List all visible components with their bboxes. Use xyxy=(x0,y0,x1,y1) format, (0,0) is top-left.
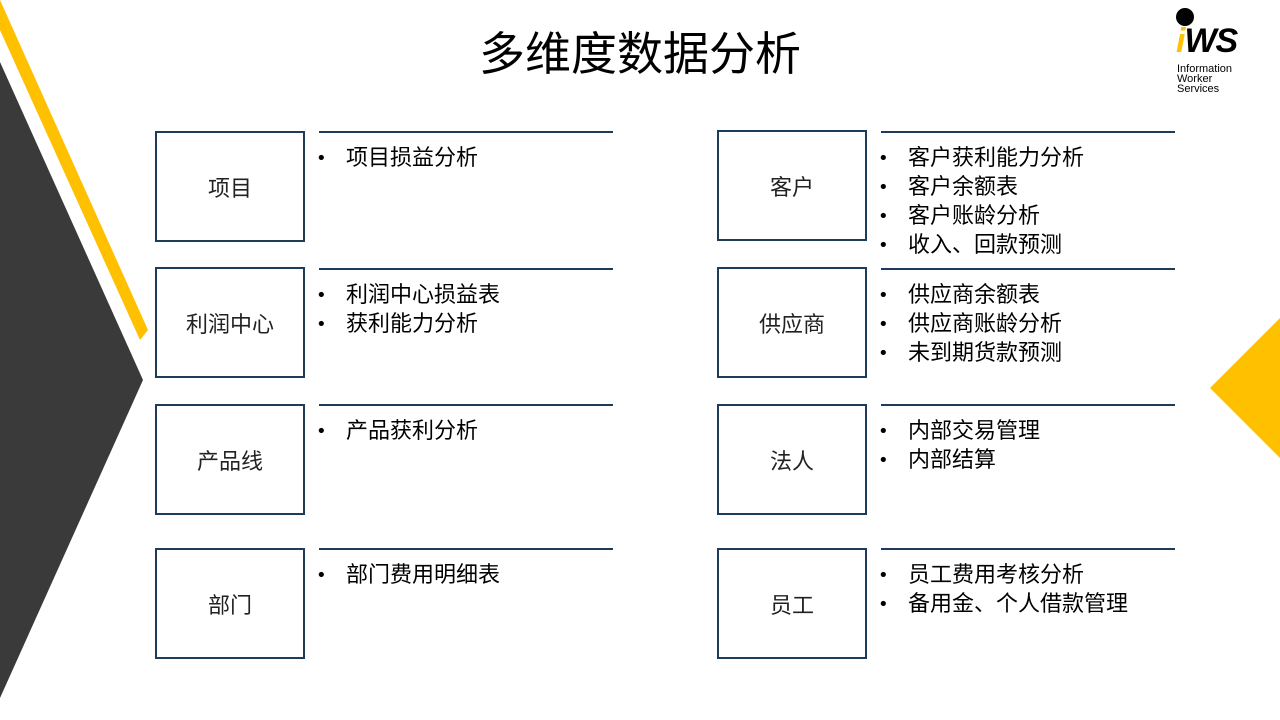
dimension-box-project: 项目 xyxy=(155,131,305,242)
divider-rule xyxy=(319,404,613,406)
dimension-box-profit-center: 利润中心 xyxy=(155,267,305,378)
divider-rule xyxy=(319,268,613,270)
dimension-box-legal-entity: 法人 xyxy=(717,404,867,515)
divider-rule xyxy=(319,548,613,550)
list-item: 内部交易管理 xyxy=(878,417,1040,446)
legal-entity-list: 内部交易管理 内部结算 xyxy=(878,417,1040,475)
list-item: 供应商账龄分析 xyxy=(878,310,1062,339)
dark-chevron xyxy=(0,62,143,698)
divider-rule xyxy=(881,268,1175,270)
list-item: 产品获利分析 xyxy=(316,417,478,446)
dimension-box-supplier: 供应商 xyxy=(717,267,867,378)
divider-rule xyxy=(881,404,1175,406)
list-item: 客户获利能力分析 xyxy=(878,144,1084,173)
list-item: 员工费用考核分析 xyxy=(878,561,1128,590)
dimension-box-employee: 员工 xyxy=(717,548,867,659)
employee-list: 员工费用考核分析 备用金、个人借款管理 xyxy=(878,561,1128,619)
supplier-list: 供应商余额表 供应商账龄分析 未到期货款预测 xyxy=(878,281,1062,368)
logo-subtitle: Information Worker Services xyxy=(1177,63,1233,95)
department-list: 部门费用明细表 xyxy=(316,561,500,590)
divider-rule xyxy=(881,131,1175,133)
product-line-list: 产品获利分析 xyxy=(316,417,478,446)
profit-center-list: 利润中心损益表 获利能力分析 xyxy=(316,281,500,339)
project-list: 项目损益分析 xyxy=(316,144,478,173)
list-item: 利润中心损益表 xyxy=(316,281,500,310)
list-item: 客户账龄分析 xyxy=(878,202,1084,231)
logo-dot xyxy=(1176,8,1194,26)
dimension-box-product-line: 产品线 xyxy=(155,404,305,515)
list-item: 收入、回款预测 xyxy=(878,231,1084,260)
list-item: 项目损益分析 xyxy=(316,144,478,173)
iws-logo: iWS Information Worker Services xyxy=(1172,4,1272,104)
logo-mark: iWS xyxy=(1176,22,1238,60)
right-yellow-diamond xyxy=(1210,318,1280,458)
list-item: 备用金、个人借款管理 xyxy=(878,590,1128,619)
dimension-box-department: 部门 xyxy=(155,548,305,659)
list-item: 未到期货款预测 xyxy=(878,339,1062,368)
divider-rule xyxy=(881,548,1175,550)
list-item: 客户余额表 xyxy=(878,173,1084,202)
list-item: 部门费用明细表 xyxy=(316,561,500,590)
list-item: 供应商余额表 xyxy=(878,281,1062,310)
yellow-stripe xyxy=(0,0,148,340)
customer-list: 客户获利能力分析 客户余额表 客户账龄分析 收入、回款预测 xyxy=(878,144,1084,260)
divider-rule xyxy=(319,131,613,133)
page-title: 多维度数据分析 xyxy=(479,27,801,81)
list-item: 内部结算 xyxy=(878,446,1040,475)
dimension-box-customer: 客户 xyxy=(717,130,867,241)
list-item: 获利能力分析 xyxy=(316,310,500,339)
